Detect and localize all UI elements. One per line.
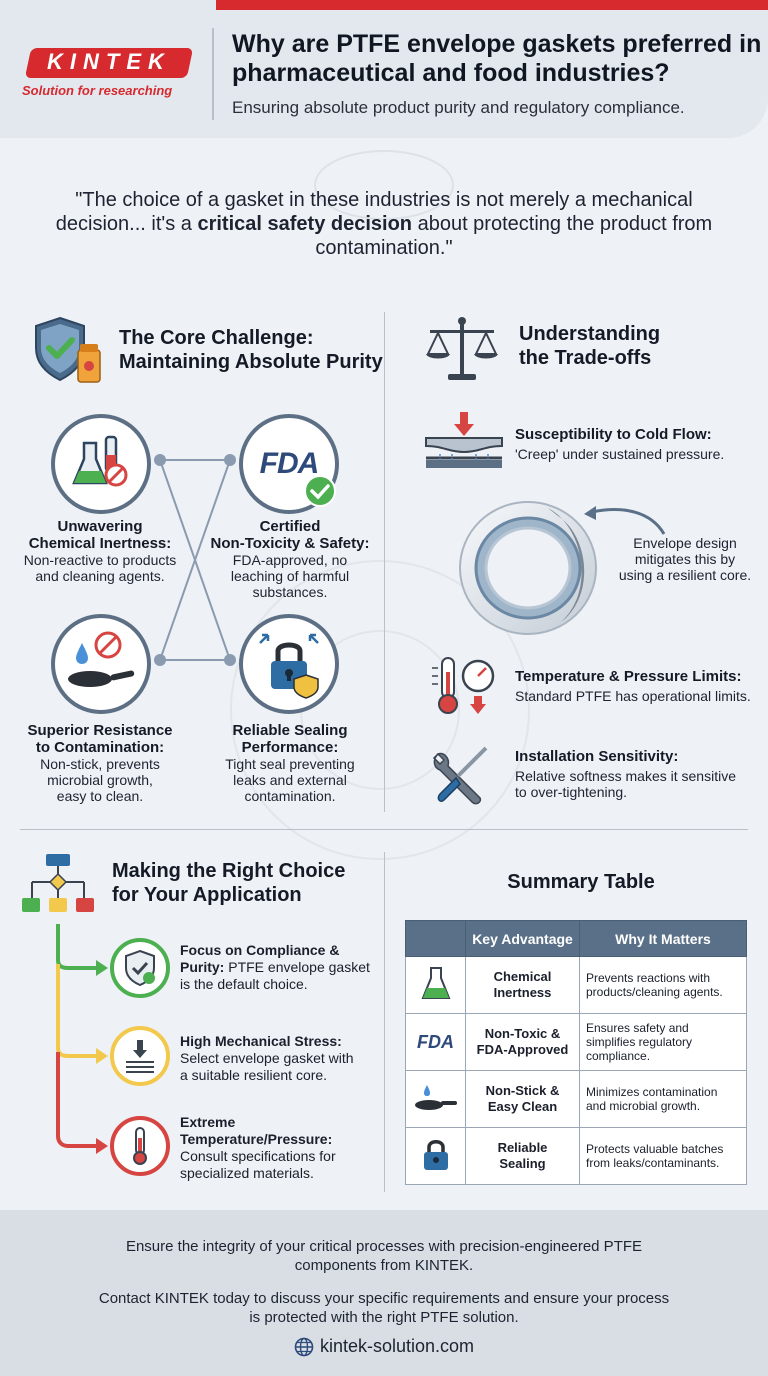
choice-option-mechanical-stress: High Mechanical Stress: Select envelope … (180, 1033, 354, 1083)
callout-arrow-icon (584, 506, 666, 535)
watermark-ring (314, 150, 454, 220)
thermometer-icon (110, 1116, 170, 1176)
benefit-reliable-sealing: Reliable Sealing Performance: Tight seal… (225, 722, 355, 804)
logo: KINTEK (47, 49, 171, 74)
benefit-contamination-resistance: Superior Resistance to Contamination: No… (27, 722, 173, 804)
benefit-connectors (154, 454, 236, 666)
wrench-screwdriver-icon (428, 742, 496, 813)
tradeoff-installation: Installation Sensitivity: Relative softn… (515, 748, 736, 800)
website-link[interactable]: kintek-solution.com (0, 1336, 768, 1357)
benefit-non-toxicity: Certified Non-Toxicity & Safety: FDA-app… (210, 518, 370, 600)
table-header-row: Key Advantage Why It Matters (405, 920, 747, 957)
tradeoff-temperature-pressure: Temperature & Pressure Limits: Standard … (515, 668, 751, 704)
benefit-chemical-inertness: Unwavering Chemical Inertness: Non-react… (23, 518, 177, 584)
quote-emphasis: critical safety decision (197, 213, 413, 235)
page-title: Why are PTFE envelope gaskets preferred … (232, 30, 762, 87)
pressure-stress-icon (110, 1026, 170, 1086)
table-header-why: Why It Matters (579, 920, 747, 957)
decision-tree-connectors (56, 924, 108, 1154)
summary-table-title: Summary Table (507, 871, 655, 893)
flask-icon (405, 956, 466, 1014)
header-divider (212, 28, 214, 120)
column-divider (384, 852, 385, 1192)
footer-contact-text: Contact KINTEK today to discuss your spe… (98, 1290, 670, 1326)
padlock-icon (239, 614, 339, 714)
core-challenge-title: The Core Challenge: Maintaining Absolute… (119, 327, 383, 373)
lab-flask-icon (51, 414, 151, 514)
envelope-design-callout: Envelope design mitigates this by using … (618, 535, 752, 583)
table-header-advantage: Key Advantage (465, 920, 580, 957)
flowchart-icon (20, 852, 96, 921)
choice-option-compliance: Focus on Compliance & Purity: PTFE envel… (180, 942, 370, 992)
check-badge-icon (303, 474, 337, 513)
page-subtitle: Ensuring absolute product purity and reg… (232, 98, 685, 117)
globe-icon (294, 1337, 314, 1356)
tradeoff-cold-flow: Susceptibility to Cold Flow: 'Creep' und… (515, 426, 725, 462)
top-accent-bar (216, 0, 768, 10)
frying-pan-icon (405, 1070, 466, 1128)
logo-tagline: Solution for researching (22, 83, 173, 98)
cold-flow-icon (424, 410, 504, 477)
section-divider (20, 829, 748, 830)
shield-check-icon (30, 314, 104, 391)
fda-icon: FDA (405, 1013, 466, 1071)
balance-scale-icon (424, 314, 500, 389)
right-choice-title: Making the Right Choice for Your Applica… (112, 860, 346, 906)
website-url[interactable]: kintek-solution.com (319, 1336, 475, 1356)
tradeoffs-title: Understanding the Trade-offs (519, 323, 661, 369)
non-stick-pan-icon (51, 614, 151, 714)
pull-quote: "The choice of a gasket in these industr… (55, 189, 713, 259)
thermometer-gauge-icon (426, 654, 498, 721)
watermark-ring (230, 560, 530, 860)
table-row: Non-Stick &Easy Clean Minimizes contamin… (405, 1070, 747, 1128)
column-divider (384, 312, 385, 812)
table-header-icon (405, 920, 466, 957)
footer (0, 1210, 768, 1376)
choice-option-extreme-conditions: Extreme Temperature/Pressure: Consult sp… (180, 1114, 336, 1181)
compliance-shield-icon (110, 938, 170, 998)
padlock-icon (405, 1127, 466, 1185)
envelope-gasket-illustration (456, 498, 606, 643)
table-row: FDA Non-Toxic &FDA-Approved Ensures safe… (405, 1013, 747, 1071)
footer-integrity-text: Ensure the integrity of your critical pr… (125, 1238, 643, 1274)
